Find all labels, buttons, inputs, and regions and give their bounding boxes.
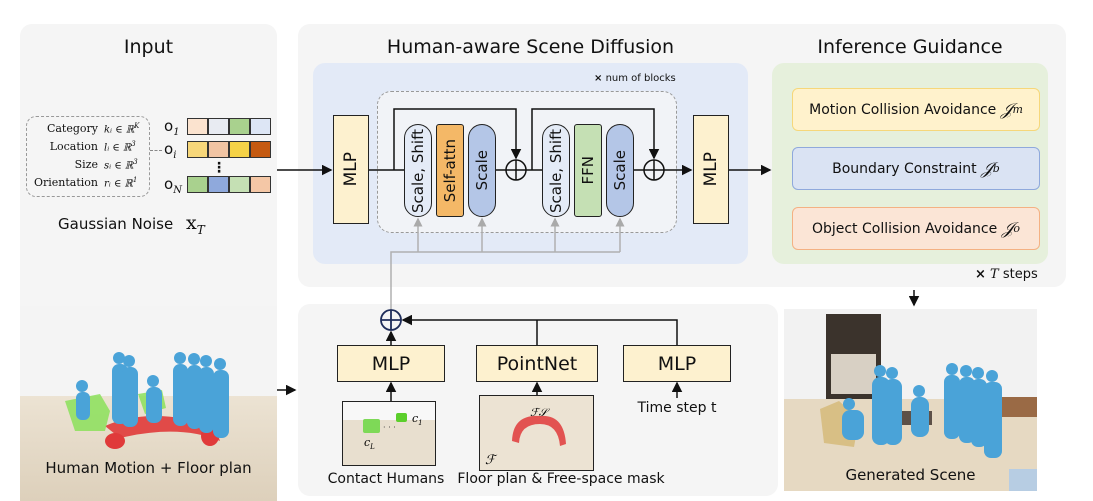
generated-scene-caption: Generated Scene (845, 466, 976, 484)
human-motion-image (20, 306, 277, 501)
token-cell (208, 176, 229, 193)
attribute-symbol: lᵢ ∈ ℝ3 (104, 140, 136, 154)
encoder-block: MLP (337, 345, 445, 382)
token-cell (250, 176, 271, 193)
token-label: oN (164, 175, 182, 196)
token-cell (187, 176, 208, 193)
svg-text:· · ·: · · · (383, 423, 396, 432)
residual-1 (393, 108, 522, 170)
gaussian-noise-label: Gaussian Noise xT (58, 212, 205, 237)
scale-block-1: Scale (468, 124, 496, 217)
scale-shift-block-1: Scale, Shift (404, 124, 432, 217)
human-motion-caption: Human Motion + Floor plan (45, 459, 252, 477)
contact-label-c1: c1 (412, 412, 423, 427)
diffusion-title: Human-aware Scene Diffusion (386, 36, 675, 58)
token-ellipsis: ⋮ (212, 160, 226, 176)
t-steps-label: × T steps (975, 267, 1038, 282)
free-space-label: ℱ𝒮 (530, 406, 551, 419)
scale-block-2: Scale (606, 124, 634, 217)
encoder-block: MLP (623, 345, 731, 382)
residual-2 (531, 108, 660, 170)
attribute-name: Category (46, 122, 98, 135)
object-attributes-box (26, 116, 150, 197)
scale-shift-block-2: Scale, Shift (542, 124, 570, 217)
token-cell (208, 141, 229, 158)
floor-label: ℱ (485, 453, 498, 468)
contact-humans-image: · · · c1 cL (342, 401, 436, 466)
generated-scene-image (784, 309, 1037, 491)
attribute-symbol: sᵢ ∈ ℝ3 (104, 158, 138, 172)
attribute-symbol: rᵢ ∈ ℝ1 (104, 176, 138, 190)
token-cell (250, 141, 271, 158)
encoder-input-caption: Time step t (637, 400, 717, 416)
encoder-block: PointNet (476, 345, 598, 382)
guidance-title: Inference Guidance (817, 36, 1003, 58)
encoder-input-caption: Floor plan & Free-space mask (457, 471, 665, 487)
token-label: o1 (164, 117, 180, 138)
token-cell (229, 141, 250, 158)
token-cell (208, 118, 229, 135)
attribute-name: Orientation (33, 176, 98, 189)
token-cell (229, 118, 250, 135)
input-title: Input (123, 36, 174, 58)
self-attn-block: Self-attn (436, 124, 464, 217)
token-cell (250, 118, 271, 135)
condition-feed-line (390, 251, 620, 310)
encoder-input-caption: Contact Humans (327, 471, 445, 487)
attribute-name: Location (49, 140, 98, 153)
num-blocks-label: × num of blocks (594, 73, 676, 84)
mlp-input-block: MLP (333, 115, 369, 224)
attribute-name: Size (74, 158, 98, 171)
attribute-symbol: kᵢ ∈ ℝK (104, 122, 140, 136)
noise-symbol: xT (185, 212, 205, 237)
condition-merge-line (401, 314, 678, 345)
token-cell (229, 176, 250, 193)
contact-label-cl: cL (364, 436, 375, 451)
mlp-output-block: MLP (693, 115, 729, 224)
token-cell (187, 141, 208, 158)
floor-plan-image: ℱ𝒮 ℱ (479, 395, 594, 471)
token-label: oi (164, 140, 177, 161)
attribute-arrow (150, 150, 162, 151)
token-cell (187, 118, 208, 135)
ffn-block: FFN (574, 124, 602, 217)
